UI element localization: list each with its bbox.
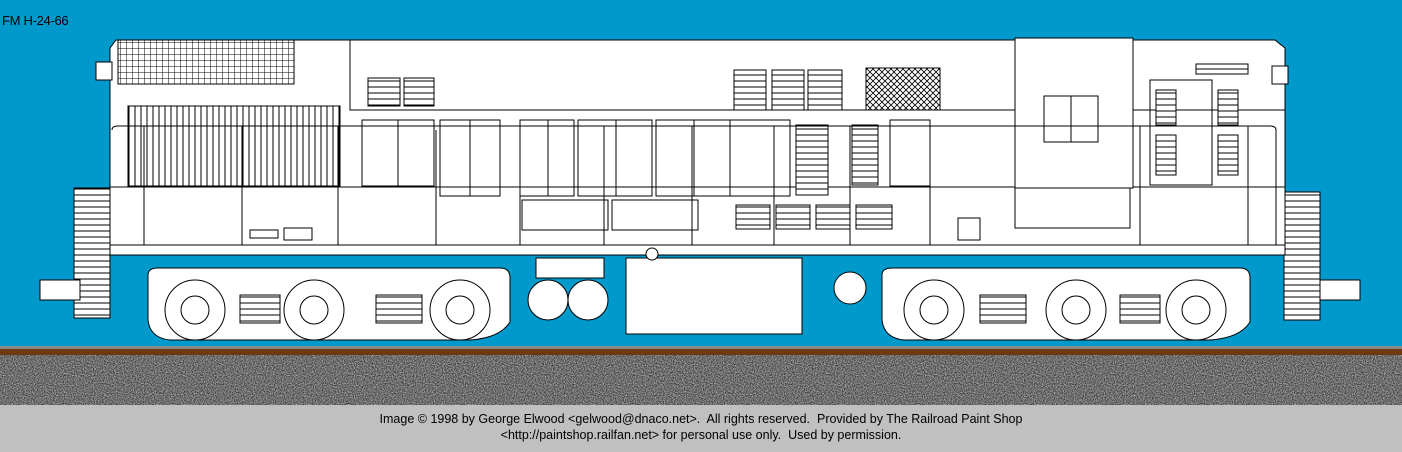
model-title: FM H-24-66 xyxy=(2,13,69,28)
rear-steps xyxy=(1283,191,1321,321)
rear-truck xyxy=(881,267,1251,341)
copyright-line-1: Image © 1998 by George Elwood <gelwood@d… xyxy=(379,412,1023,426)
handrail xyxy=(111,125,1277,245)
copyright-footer: Image © 1998 by George Elwood <gelwood@d… xyxy=(0,405,1402,452)
fuel-tank xyxy=(625,257,803,335)
locomotive-drawing xyxy=(0,37,1402,405)
front-truck xyxy=(147,267,511,341)
track xyxy=(0,346,1402,405)
copyright-line-2: <http://paintshop.railfan.net> for perso… xyxy=(500,428,902,442)
